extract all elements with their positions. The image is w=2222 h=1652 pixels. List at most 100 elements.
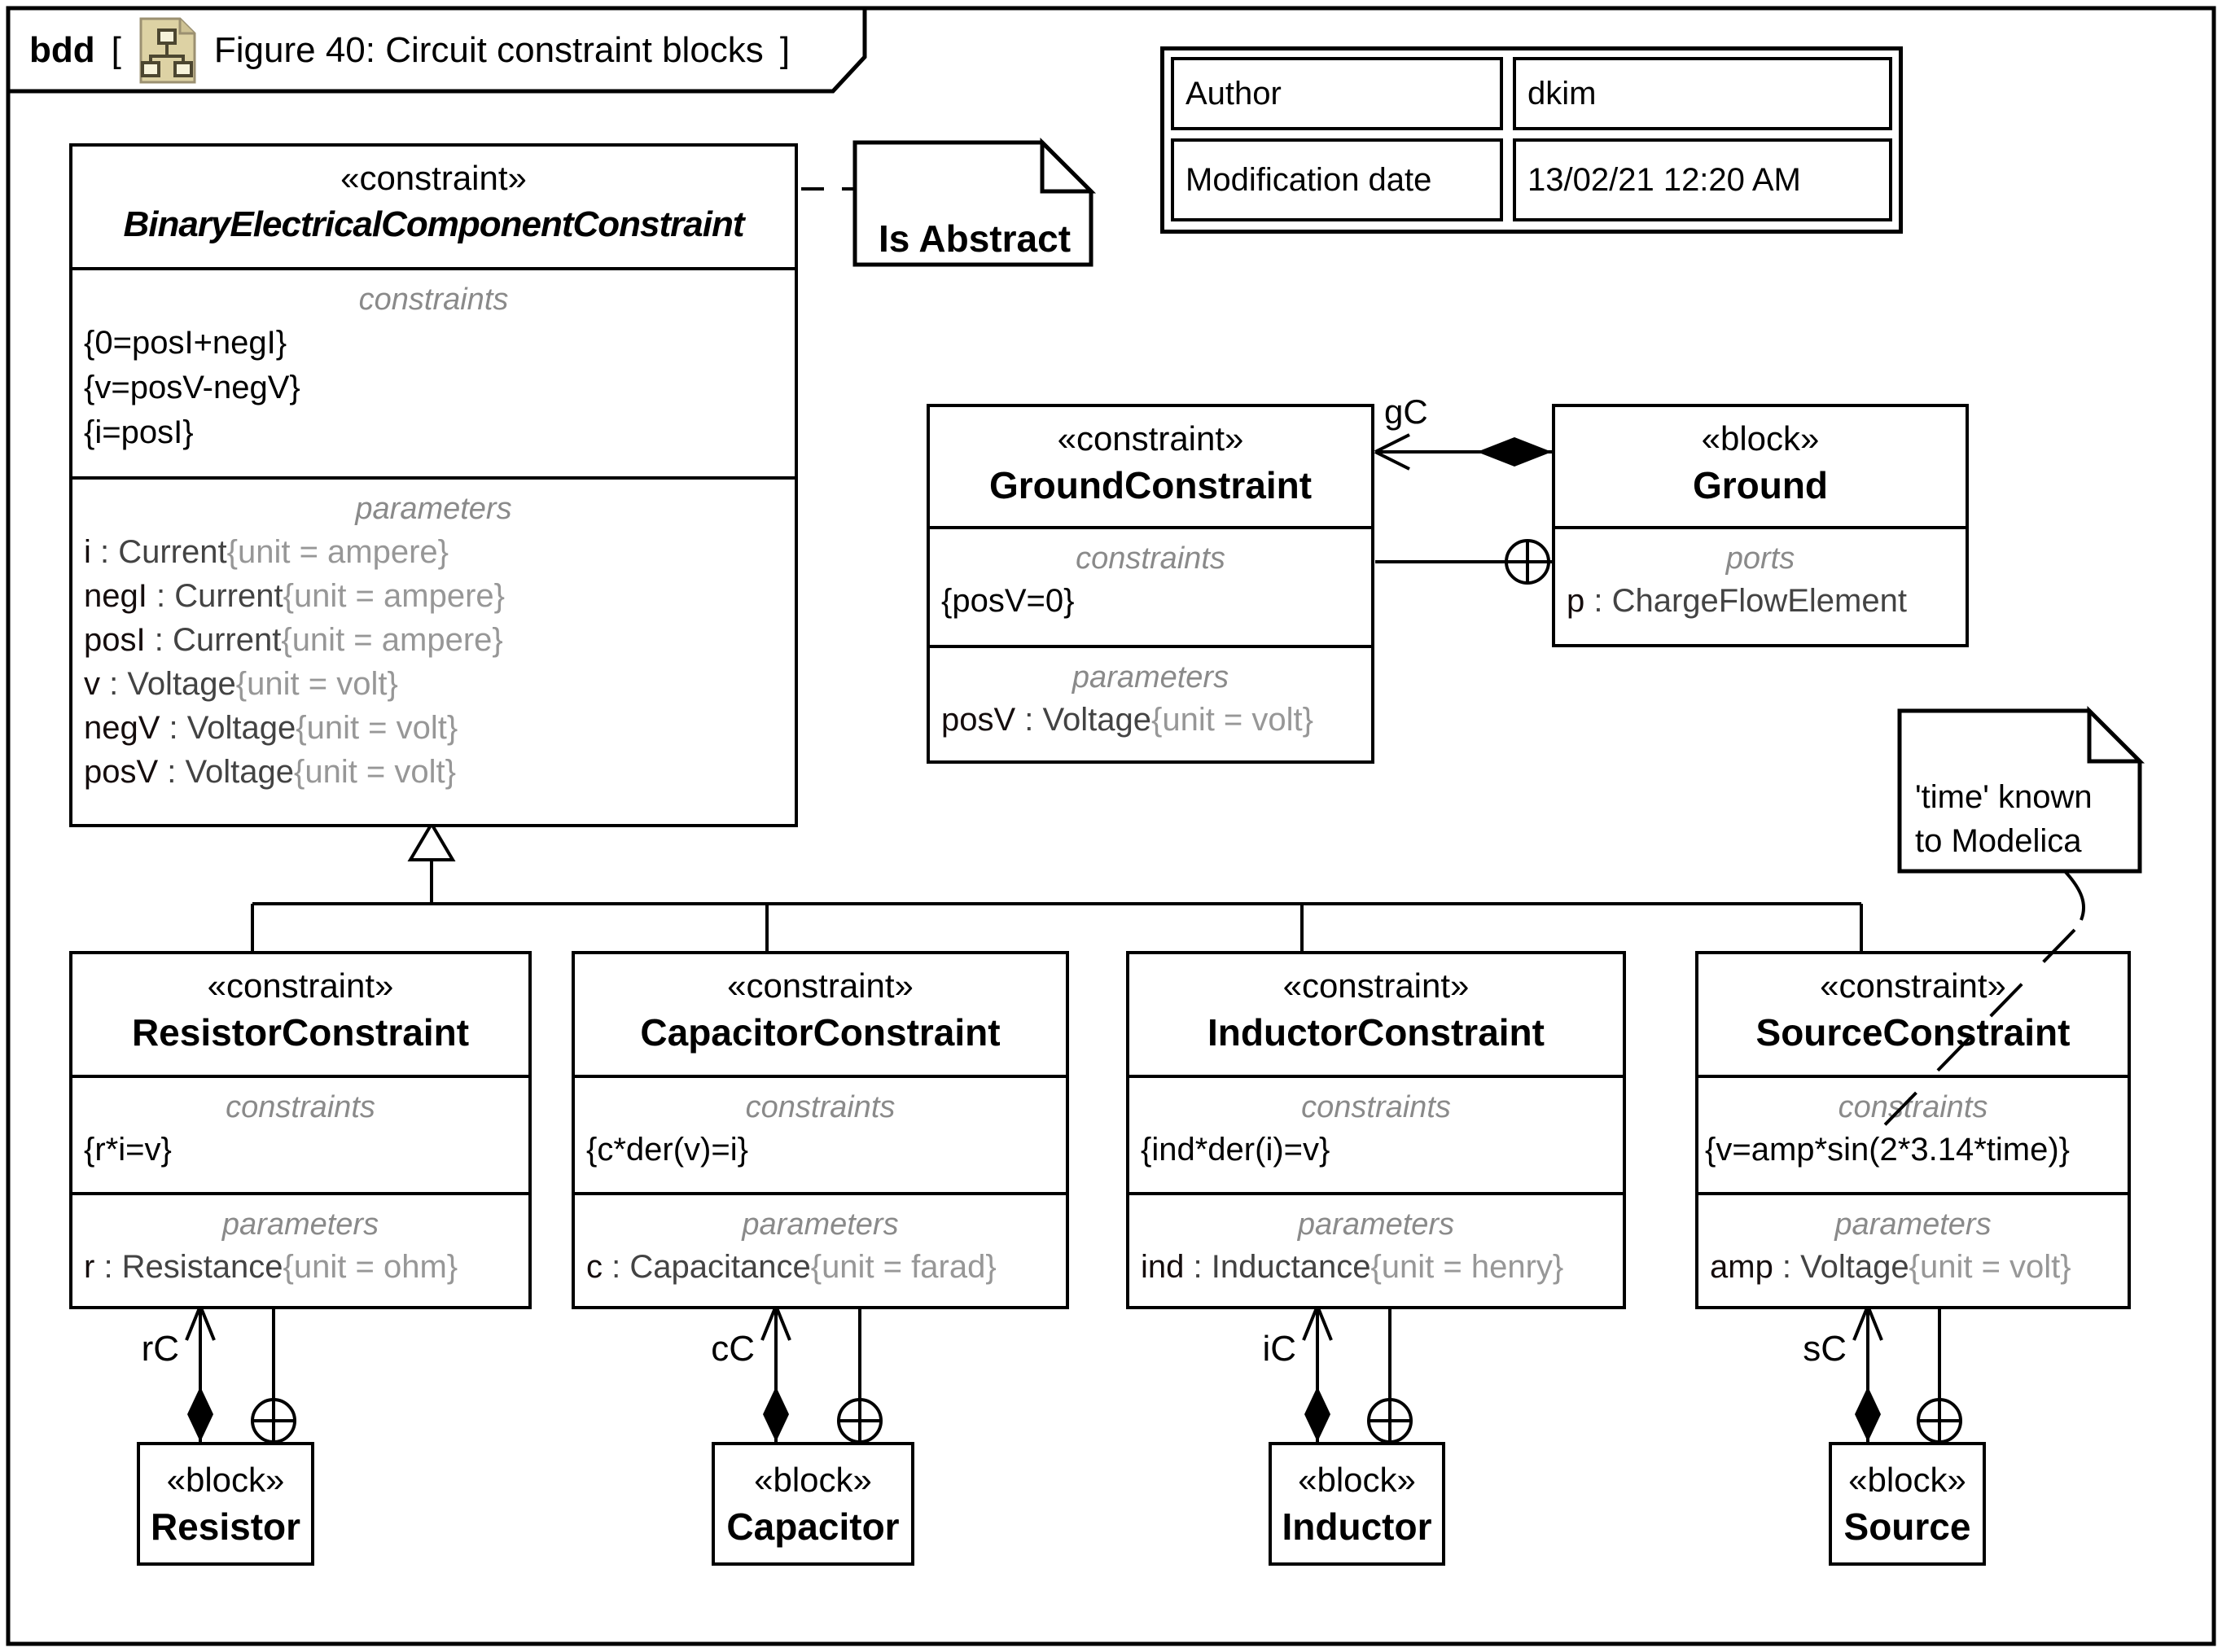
constraint-expression: {0=posI+negI} — [84, 325, 287, 361]
constraint-expression: {posV=0} — [941, 583, 1075, 619]
compartment-label: parameters — [742, 1207, 899, 1242]
compartment-label: parameters — [355, 492, 512, 526]
block-header: «constraint» GroundConstraint — [930, 407, 1371, 526]
compartment-label: parameters — [1072, 660, 1229, 695]
block-name: CapacitorConstraint — [640, 1011, 1001, 1054]
block-name: GroundConstraint — [988, 464, 1313, 506]
block-name: Capacitor — [726, 1505, 900, 1548]
block-capacitor-constraint[interactable]: «constraint» CapacitorConstraint constra… — [572, 951, 1069, 1309]
note-time-text-line2: to Modelica — [1915, 823, 2082, 859]
compartment-label: parameters — [1834, 1207, 1992, 1242]
block-source-constraint[interactable]: «constraint» SourceConstraint constraint… — [1695, 951, 2131, 1309]
stereotype-label: «constraint» — [727, 966, 914, 1005]
compartment-label: constraints — [1076, 541, 1225, 576]
modification-date-value-cell: 13/02/21 12:20 AM — [1513, 138, 1892, 221]
compartment-label: ports — [1725, 541, 1795, 576]
block-resistor[interactable]: «block» Resistor — [137, 1442, 314, 1566]
block-binary-electrical-component-constraint[interactable]: «constraint» BinaryElectricalComponentCo… — [69, 143, 798, 827]
constraints-compartment: constraints {posV=0} — [930, 526, 1371, 645]
stereotype-label: «block» — [754, 1461, 872, 1499]
open-arrowhead-icon — [1866, 1305, 1883, 1341]
composition-diamond-icon — [1477, 437, 1552, 467]
block-resistor-constraint[interactable]: «constraint» ResistorConstraint constrai… — [69, 951, 532, 1309]
compartment-label: constraints — [358, 283, 509, 317]
constraints-compartment: constraints {0=posI+negI} {v=posV-negV} … — [72, 267, 795, 476]
parameter-line: c : Capacitance{unit = farad} — [586, 1249, 997, 1285]
composition-diamond-icon — [1304, 1387, 1330, 1442]
compartment-label: parameters — [1297, 1207, 1455, 1242]
constraint-expression: {c*der(v)=i} — [586, 1132, 748, 1168]
stereotype-label: «constraint» — [1820, 966, 2006, 1005]
ic-role-label: iC — [1262, 1329, 1296, 1369]
parameter-line: posI : Current{unit = ampere} — [84, 622, 503, 658]
block-inductor-constraint[interactable]: «constraint» InductorConstraint constrai… — [1126, 951, 1626, 1309]
composition-diamond-icon — [763, 1387, 789, 1442]
parameter-line: ind : Inductance{unit = henry} — [1141, 1249, 1564, 1285]
ports-compartment: ports p : ChargeFlowElement — [1555, 526, 1966, 644]
stereotype-label: «block» — [166, 1461, 285, 1499]
compartment-label: constraints — [1301, 1090, 1451, 1124]
block-header: «block» Resistor — [140, 1445, 311, 1562]
block-header: «block» Capacitor — [715, 1445, 911, 1562]
author-value-cell: dkim — [1513, 57, 1892, 130]
constraints-compartment: constraints {c*der(v)=i} — [575, 1075, 1066, 1192]
open-arrowhead-icon — [1374, 450, 1410, 471]
composition-diamond-icon — [1855, 1387, 1881, 1442]
tab-open-bracket: [ — [111, 30, 121, 70]
block-header: «block» Source — [1832, 1445, 1983, 1562]
parameter-line: posV : Voltage{unit = volt} — [941, 702, 1314, 738]
constraint-expression: {ind*der(i)=v} — [1141, 1132, 1330, 1168]
stereotype-label: «block» — [1701, 419, 1820, 458]
compartment-label: constraints — [226, 1090, 375, 1124]
composition-diamond-icon — [187, 1387, 213, 1442]
parameter-line: i : Current{unit = ampere} — [84, 534, 449, 570]
parameter-line: posV : Voltage{unit = volt} — [84, 754, 457, 790]
rc-role-label: rC — [141, 1329, 179, 1369]
circle-plus-icon — [1505, 539, 1550, 585]
block-source[interactable]: «block» Source — [1829, 1442, 1986, 1566]
note-time-text-line1: 'time' known — [1915, 779, 2093, 815]
constraints-compartment: constraints {r*i=v} — [72, 1075, 528, 1192]
block-inductor[interactable]: «block» Inductor — [1269, 1442, 1445, 1566]
modification-date-label-cell: Modification date — [1171, 138, 1503, 221]
parameters-compartment: parameters amp : Voltage{unit = volt} — [1698, 1192, 2128, 1306]
compartment-label: constraints — [1838, 1090, 1988, 1124]
compartment-label: parameters — [221, 1207, 379, 1242]
parameter-line: r : Resistance{unit = ohm} — [84, 1249, 458, 1285]
open-arrowhead-icon — [760, 1305, 778, 1341]
constraint-expression: {r*i=v} — [84, 1132, 172, 1168]
block-name: Source — [1843, 1505, 1971, 1548]
block-ground[interactable]: «block» Ground ports p : ChargeFlowEleme… — [1552, 404, 1969, 647]
stereotype-label: «block» — [1848, 1461, 1966, 1499]
time-note-anchor-curve — [2063, 870, 2086, 921]
block-ground-constraint[interactable]: «constraint» GroundConstraint constraint… — [927, 404, 1374, 764]
note-time-fold-icon — [2087, 705, 2145, 764]
gc-role-label: gC — [1384, 392, 1428, 431]
parameter-line: negI : Current{unit = ampere} — [84, 578, 505, 614]
parameter-line: amp : Voltage{unit = volt} — [1710, 1249, 2071, 1285]
block-header: «constraint» ResistorConstraint — [72, 954, 528, 1075]
block-header: «constraint» InductorConstraint — [1129, 954, 1623, 1075]
constraints-compartment: constraints {v=amp*sin(2*3.14*time)} — [1698, 1075, 2128, 1192]
constraints-compartment: constraints {ind*der(i)=v} — [1129, 1075, 1623, 1192]
port-line: p : ChargeFlowElement — [1567, 583, 1907, 619]
block-name: BinaryElectricalComponentConstraint — [123, 204, 744, 244]
constraint-expression: {v=amp*sin(2*3.14*time)} — [1705, 1132, 2071, 1168]
open-arrowhead-icon — [1374, 433, 1410, 454]
parameter-line: negV : Voltage{unit = volt} — [84, 710, 458, 746]
block-capacitor[interactable]: «block» Capacitor — [712, 1442, 914, 1566]
circle-plus-icon — [251, 1398, 296, 1444]
parameters-compartment: parameters posV : Voltage{unit = volt} — [930, 645, 1371, 760]
author-label-cell: Author — [1171, 57, 1503, 130]
block-header: «block» Ground — [1555, 407, 1966, 526]
compartment-label: constraints — [745, 1090, 896, 1124]
stereotype-label: «constraint» — [340, 159, 527, 197]
parameters-compartment: parameters i : Current{unit = ampere} ne… — [72, 476, 795, 824]
block-header: «block» Inductor — [1272, 1445, 1442, 1562]
sc-role-label: sC — [1803, 1329, 1847, 1369]
parameters-compartment: parameters r : Resistance{unit = ohm} — [72, 1192, 528, 1306]
tab-title: Figure 40: Circuit constraint blocks — [213, 30, 764, 70]
block-name: InductorConstraint — [1207, 1011, 1545, 1054]
parameters-compartment: parameters c : Capacitance{unit = farad} — [575, 1192, 1066, 1306]
diagram-type-icon — [139, 17, 196, 84]
